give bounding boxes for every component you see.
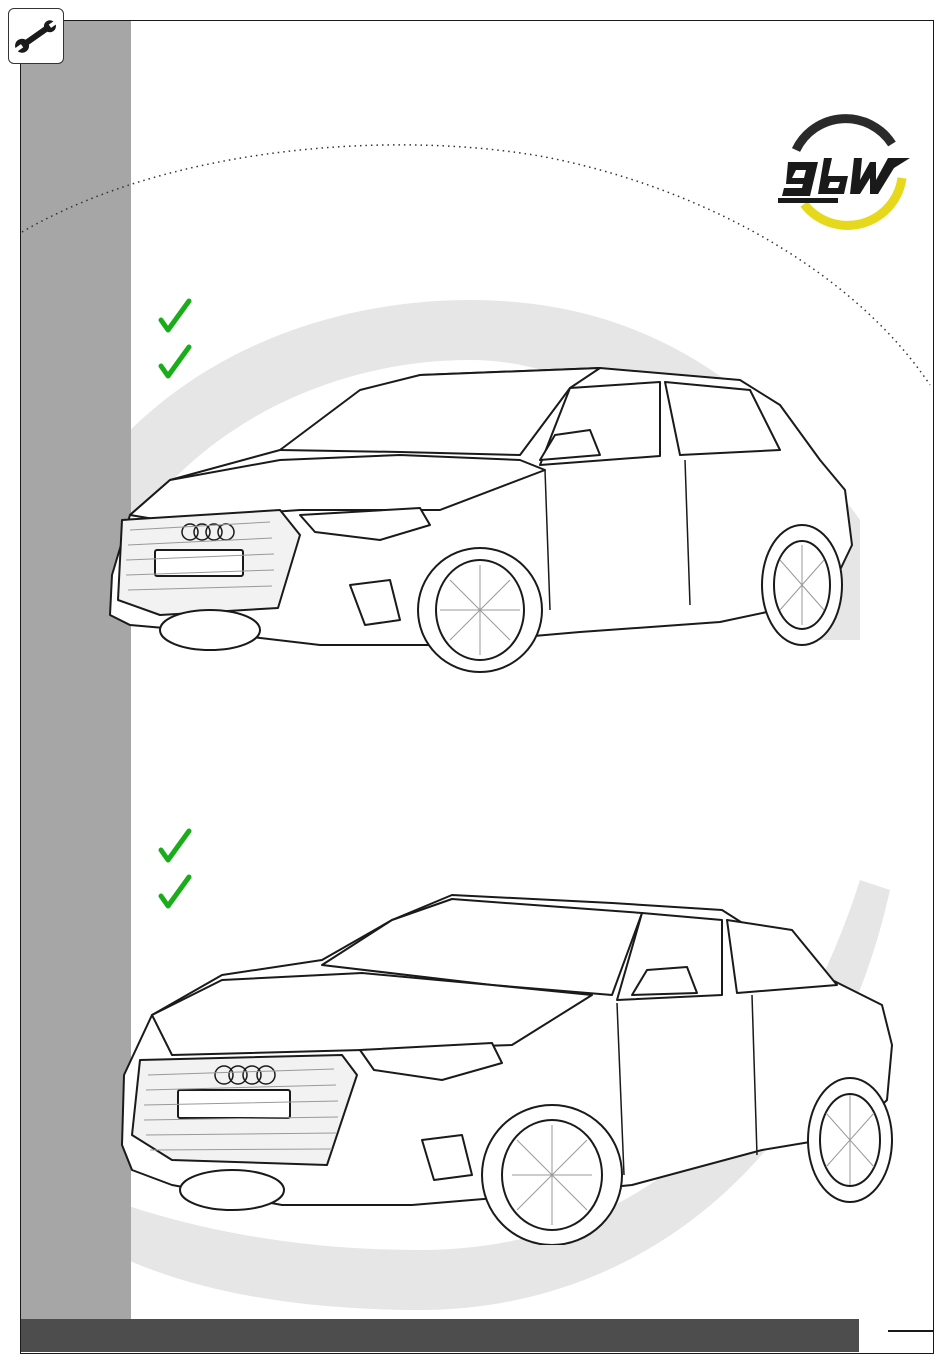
check-icon — [158, 828, 192, 866]
tool-badge — [8, 8, 64, 64]
sedan-car-drawing — [112, 885, 902, 1245]
footer-bar — [21, 1319, 859, 1352]
page-number-rule — [888, 1330, 934, 1332]
gdw-logo — [774, 112, 914, 234]
check-icon — [158, 298, 192, 336]
hatchback-car-drawing — [100, 360, 860, 690]
wrench-icon — [9, 9, 63, 63]
